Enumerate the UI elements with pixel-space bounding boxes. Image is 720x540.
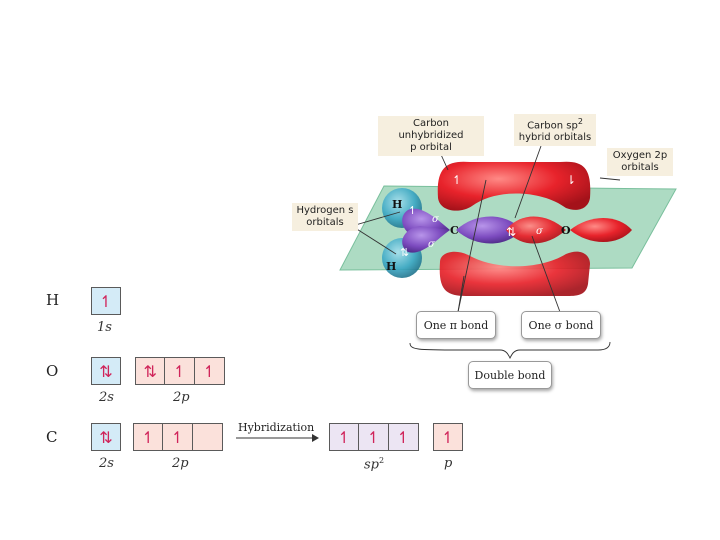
o-2p-electron-1: ⇅ [136,358,166,384]
h-1s-electron: ↿ [99,291,113,311]
svg-text:↿: ↿ [408,204,417,217]
hybridization-label: Hybridization [238,421,315,434]
o-2p-electron-3: ↿ [202,361,217,381]
c-sp2-boxes: ↿ ↿ ↿ [329,423,419,451]
atom-label-h: H [46,291,60,309]
hydrogen-label-top: H [392,198,402,211]
sigma-co: σ [536,226,544,237]
oxygen-label: O [561,224,571,237]
oxygen-p-lobe-left [506,216,566,244]
c-sp2-electron-2: ↿ [359,424,389,450]
callout-carbon-sp2-line2: hybrid orbitals [518,132,592,144]
sigma-ch-top: σ [432,214,440,225]
callout-hydrogen-s-line1: Hydrogen s [296,205,354,216]
carbon-label: C [450,224,459,237]
hybridization-arrow-icon [236,434,319,442]
sigma-bond-label: One σ bond [521,311,601,339]
callout-carbon-unhybridized: Carbon unhybridized p orbital [378,116,484,156]
sp2-lobe-lower [402,226,450,253]
c-2s-electron: ⇅ [99,427,113,447]
atom-label-o: O [46,362,59,380]
c-2p-electron-3 [193,424,222,450]
svg-text:⇅: ⇅ [400,246,409,259]
c-sp2-electron-3: ↿ [396,427,411,447]
svg-text:⇂: ⇂ [566,173,576,187]
callout-carbon-sp2: Carbon sp2 hybrid orbitals [514,114,596,147]
h-1s-label: 1s [97,320,112,335]
c-2p-label: 2p [172,456,189,471]
o-2p-label: 2p [173,390,190,405]
h-1s-box: ↿ [91,287,121,315]
callout-carbon-unhybridized-line2: p orbital [410,142,452,153]
c-2s-label: 2s [99,456,114,471]
c-sp2-label: sp2 [364,456,385,473]
oxygen-p-lobe-right [570,218,632,242]
c-sp2-electron-1: ↿ [330,424,360,450]
callout-hydrogen-s-line2: orbitals [306,217,344,228]
callout-oxygen-2p-line2: orbitals [621,162,659,173]
o-2s-box: ⇅ [91,357,121,385]
o-2s-label: 2s [99,390,114,405]
callout-carbon-unhybridized-line1: Carbon unhybridized [398,118,464,141]
callout-oxygen-2p: Oxygen 2p orbitals [607,148,673,176]
o-2p-boxes: ⇅ ↿ ↿ [135,357,225,385]
callout-hydrogen-s: Hydrogen s orbitals [292,203,358,231]
svg-text:⇅: ⇅ [506,225,516,239]
sp2-lobe-to-oxygen [456,216,522,244]
callout-carbon-sp2-line1: Carbon sp2 [527,117,583,132]
hydrogen-label-bottom: H [386,260,396,273]
pi-lobe-upper [437,161,591,211]
c-2p-electron-2: ↿ [163,424,193,450]
o-2s-electron: ⇅ [99,361,113,381]
pi-lobe-lower [439,251,590,296]
double-bond-label: Double bond [468,361,552,389]
c-2p-electron-1: ↿ [134,424,164,450]
c-p-box: ↿ [433,423,463,451]
c-2s-box: ⇅ [91,423,121,451]
svg-text:↿: ↿ [452,173,462,187]
pi-bond-label: One π bond [416,311,496,339]
atom-label-c: C [46,428,58,446]
o-2p-electron-2: ↿ [165,358,195,384]
sigma-ch-bottom: σ [428,239,436,250]
c-p-electron: ↿ [441,427,455,447]
c-2p-boxes: ↿ ↿ [133,423,223,451]
c-p-label: p [444,456,453,471]
callout-oxygen-2p-line1: Oxygen 2p [612,150,668,161]
